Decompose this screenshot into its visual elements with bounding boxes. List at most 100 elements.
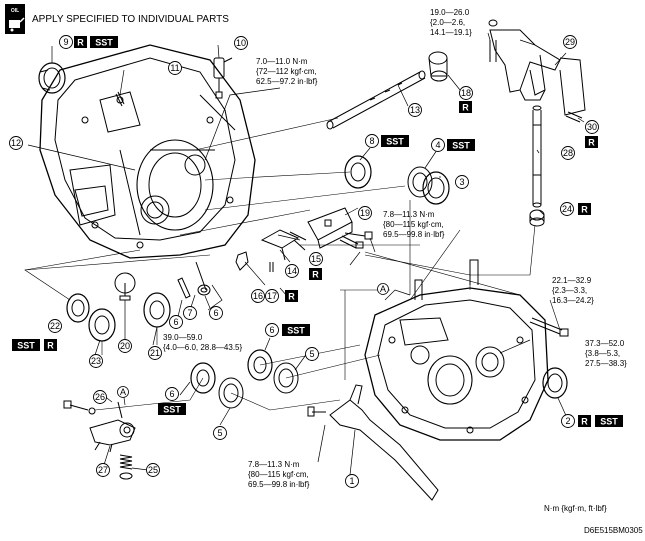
bolt-torque-37 xyxy=(529,317,569,337)
pin-32 xyxy=(565,111,583,123)
svg-text:R: R xyxy=(47,341,54,351)
svg-text:23: 23 xyxy=(91,356,101,366)
svg-text:62.5—97.2 in·lbf}: 62.5—97.2 in·lbf} xyxy=(256,77,318,86)
svg-text:26: 26 xyxy=(95,392,105,402)
badge-sst-4: SST xyxy=(447,139,475,151)
callout-6b-num: 6 xyxy=(169,389,174,399)
oil-seal-24 xyxy=(66,293,90,323)
shift-fork-29 xyxy=(89,419,136,453)
reference-mark-a-right: A xyxy=(377,283,389,295)
svg-text:R: R xyxy=(312,270,319,280)
callout-5b: 5 xyxy=(213,426,227,440)
callout-13: 11 xyxy=(168,61,182,75)
svg-text:R: R xyxy=(581,417,588,427)
svg-text:27.5—38.3}: 27.5—38.3} xyxy=(585,359,627,368)
badge-r-24: R xyxy=(44,339,57,351)
svg-text:13: 13 xyxy=(410,105,420,115)
header-title: APPLY SPECIFIED TO INDIVIDUAL PARTS xyxy=(32,14,229,25)
svg-text:29: 29 xyxy=(565,37,575,47)
svg-text:R: R xyxy=(581,205,588,215)
shift-fork-parts xyxy=(235,229,307,272)
oil-seal-26 xyxy=(529,209,545,227)
svg-text:15: 15 xyxy=(311,254,321,264)
callout-4: 4 xyxy=(431,138,445,152)
callout-25: 23 xyxy=(89,354,103,368)
torque-spec-4: 22.1—32.9 {2.3—3.3, 16.3—24.2} xyxy=(552,276,594,305)
callout-17: 15 xyxy=(309,252,323,266)
svg-text:{72—112 kgf·cm,: {72—112 kgf·cm, xyxy=(256,67,317,76)
alignment-lines xyxy=(24,117,561,411)
svg-text:14.1—19.1}: 14.1—19.1} xyxy=(430,28,472,37)
svg-text:{2.0—2.6,: {2.0—2.6, xyxy=(430,18,465,27)
oil-seal-11 xyxy=(38,62,66,94)
badge-sst-10: SST xyxy=(381,135,409,147)
callout-22: 20 xyxy=(118,339,132,353)
svg-text:SST: SST xyxy=(452,141,470,151)
speed-sensor-12 xyxy=(213,57,233,99)
svg-text:14: 14 xyxy=(287,266,297,276)
callout-28: 26 xyxy=(93,390,107,404)
bearing-3 xyxy=(422,171,450,205)
leader-lines xyxy=(27,32,585,476)
callout-2: 2 xyxy=(561,414,575,428)
transmission-case xyxy=(364,259,549,441)
callout-14: 12 xyxy=(9,136,23,150)
callout-29: 27 xyxy=(96,463,110,477)
callout-3: 3 xyxy=(455,175,469,189)
callout-26: 24 xyxy=(560,202,574,216)
plug-20 xyxy=(428,51,448,82)
svg-text:{2.3—3.3,: {2.3—3.3, xyxy=(552,286,587,295)
svg-text:{4.0—6.0, 28.8—43.5}: {4.0—6.0, 28.8—43.5} xyxy=(163,343,243,352)
torque-spec-3: 7.8—11.3 N·m {80—115 kgf·cm, 69.5—99.8 i… xyxy=(383,210,445,239)
torque-spec-7: 7.8—11.3 N·m {80—115 kgf·cm, 69.5—99.8 i… xyxy=(248,460,310,489)
callout-9: 7 xyxy=(183,306,197,320)
badge-sst-11: SST xyxy=(90,36,118,48)
svg-text:27: 27 xyxy=(98,465,108,475)
svg-text:25: 25 xyxy=(148,465,158,475)
svg-text:R: R xyxy=(462,103,469,113)
svg-text:39.0—59.0: 39.0—59.0 xyxy=(163,333,203,342)
callout-24: 22 xyxy=(48,319,62,333)
svg-text:R: R xyxy=(288,292,295,302)
oil-icon-label: OIL xyxy=(11,8,19,14)
oil-seal-6b xyxy=(190,362,216,394)
callout-7: 6 xyxy=(209,306,223,320)
torque-spec-2: 19.0—26.0 {2.0—2.6, 14.1—19.1} xyxy=(430,8,472,37)
oil-seal-2 xyxy=(542,367,568,399)
badge-r-2: R xyxy=(578,415,591,427)
svg-text:28: 28 xyxy=(563,148,573,158)
svg-text:69.5—99.8 in·lbf}: 69.5—99.8 in·lbf} xyxy=(248,480,310,489)
bearing-25 xyxy=(88,308,116,342)
svg-text:SST: SST xyxy=(287,326,305,336)
shift-rod-15 xyxy=(326,70,426,130)
svg-text:9: 9 xyxy=(63,37,68,47)
callout-16: 14 xyxy=(285,264,299,278)
torque-spec-6: 39.0—59.0 {4.0—6.0, 28.8—43.5} xyxy=(163,333,243,352)
callout-1: 1 xyxy=(345,474,359,488)
badge-sst-6b: SST xyxy=(158,403,186,415)
control-rod-30 xyxy=(532,105,542,208)
svg-text:69.5—99.8 in·lbf}: 69.5—99.8 in·lbf} xyxy=(383,230,445,239)
bracket-21 xyxy=(307,207,353,249)
svg-text:19.0—26.0: 19.0—26.0 xyxy=(430,8,470,17)
badge-r-17: R xyxy=(309,268,322,280)
svg-text:17: 17 xyxy=(267,291,277,301)
pin-13 xyxy=(115,91,125,107)
callout-21: 19 xyxy=(358,206,372,220)
svg-text:19: 19 xyxy=(360,208,370,218)
svg-text:A: A xyxy=(120,387,126,397)
svg-text:{80—115 kgf·cm,: {80—115 kgf·cm, xyxy=(383,220,444,229)
svg-text:4: 4 xyxy=(435,140,440,150)
callout-19: 17 xyxy=(265,289,279,303)
spring-27 xyxy=(119,454,133,480)
bearing-22 xyxy=(114,272,136,301)
svg-text:SST: SST xyxy=(95,38,113,48)
svg-text:5: 5 xyxy=(217,428,222,438)
callout-32: 30 xyxy=(585,120,599,134)
callout-6a: 6 xyxy=(265,323,279,337)
bolt-torque-22 xyxy=(339,235,364,249)
svg-text:11: 11 xyxy=(170,63,179,73)
badge-r-20: R xyxy=(459,101,472,113)
badge-r-32: R xyxy=(585,136,598,148)
